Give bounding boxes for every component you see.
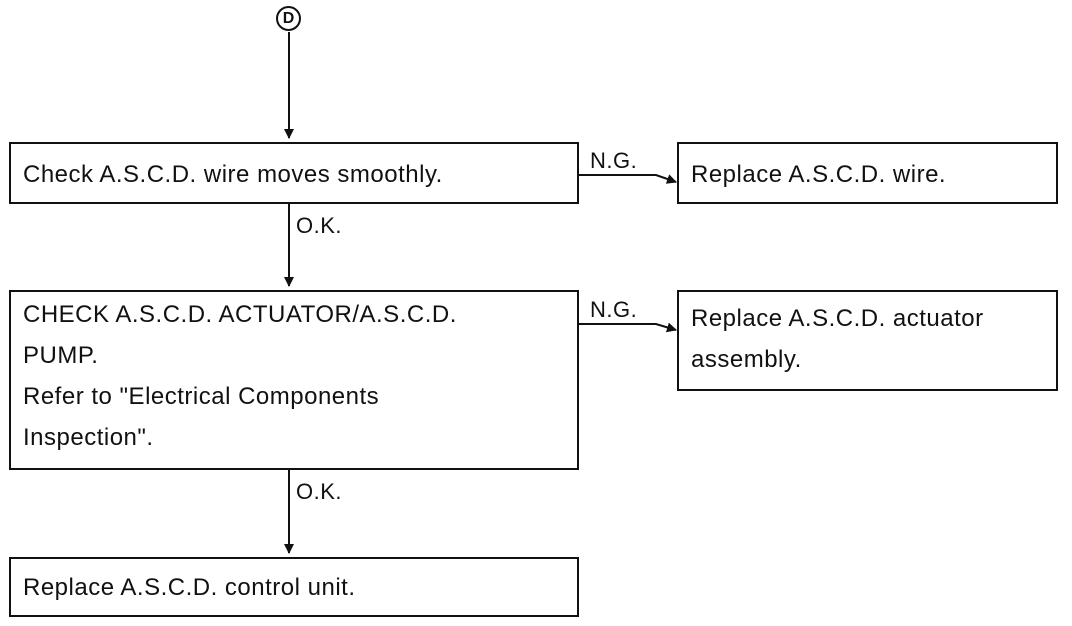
ng-label-2: N.G. <box>590 297 638 322</box>
connector-d-label: D <box>282 9 295 27</box>
check-actuator-line-3: Refer to "Electrical Components <box>23 383 380 410</box>
ok-label-1: O.K. <box>296 213 343 238</box>
check-actuator-line-4: Inspection". <box>23 424 154 451</box>
replace-control-unit-box: Replace A.S.C.D. control unit. <box>9 557 579 617</box>
replace-wire-text: Replace A.S.C.D. wire. <box>691 161 947 188</box>
replace-control-unit-text: Replace A.S.C.D. control unit. <box>23 574 356 601</box>
replace-wire-box: Replace A.S.C.D. wire. <box>677 142 1058 204</box>
ok-label-2: O.K. <box>296 479 343 504</box>
ng-label-1: N.G. <box>590 148 638 173</box>
replace-actuator-line-2: assembly. <box>691 346 802 373</box>
arrow-ng-to-replace-actuator <box>578 322 677 333</box>
check-wire-box: Check A.S.C.D. wire moves smoothly. <box>9 142 579 204</box>
check-wire-text: Check A.S.C.D. wire moves smoothly. <box>23 161 443 188</box>
check-actuator-line-1: CHECK A.S.C.D. ACTUATOR/A.S.C.D. <box>23 301 457 328</box>
replace-actuator-box: Replace A.S.C.D. actuator assembly. <box>677 290 1058 391</box>
check-actuator-line-2: PUMP. <box>23 342 99 369</box>
connector-d: D <box>276 6 301 31</box>
arrow-ng-to-replace-wire <box>578 174 677 184</box>
replace-actuator-line-1: Replace A.S.C.D. actuator <box>691 305 984 332</box>
check-actuator-box: CHECK A.S.C.D. ACTUATOR/A.S.C.D. PUMP. R… <box>9 290 579 470</box>
